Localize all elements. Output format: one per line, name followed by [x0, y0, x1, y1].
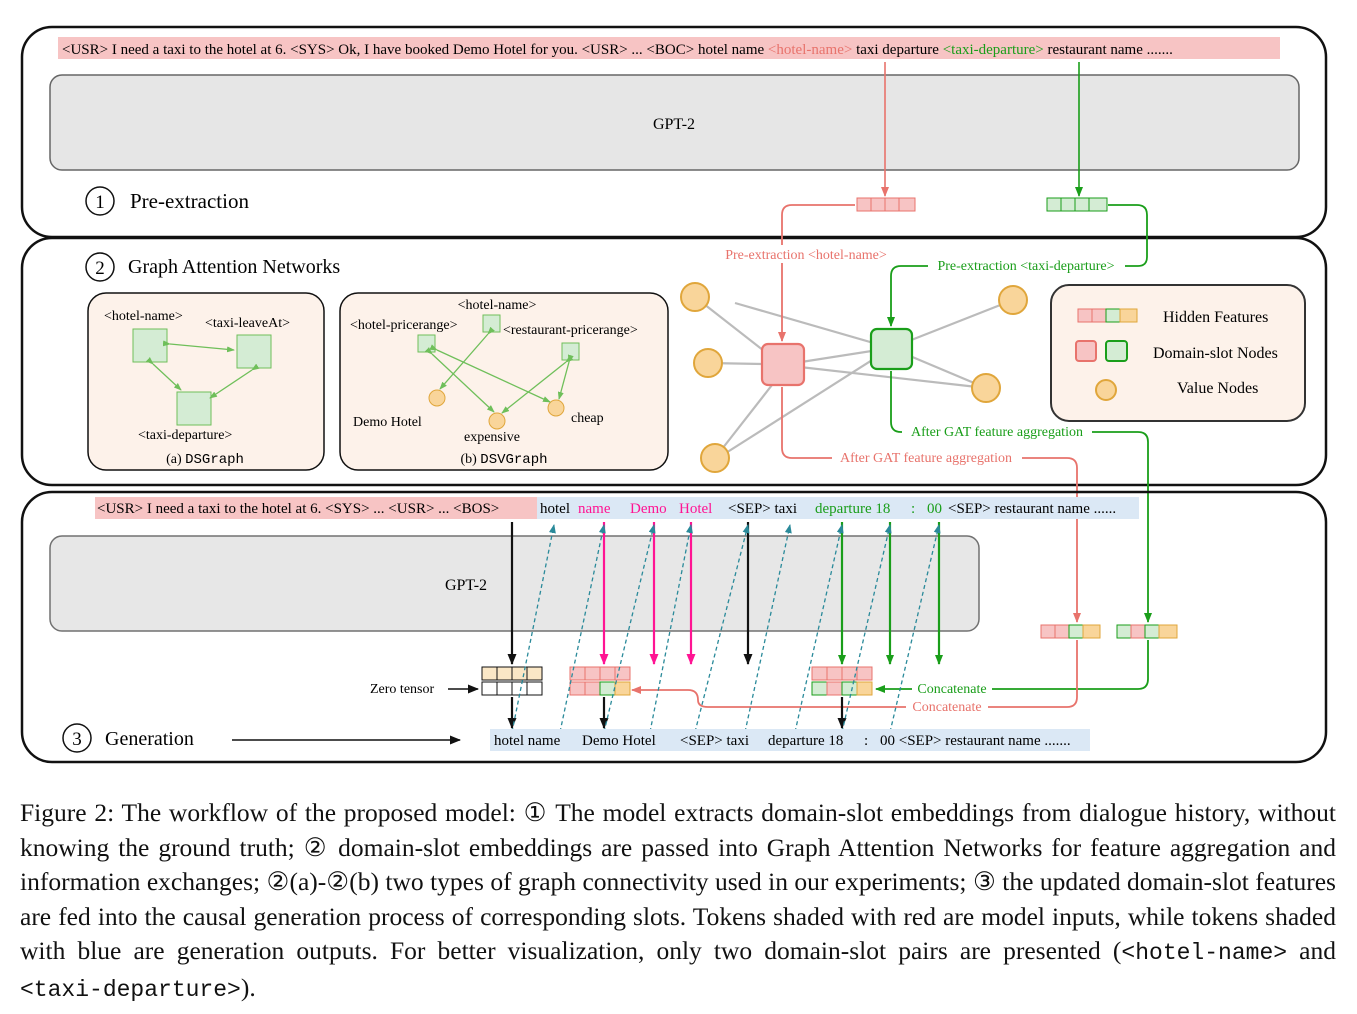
section3-input-shade — [95, 497, 537, 519]
gen-token-hotel: hotel — [540, 501, 570, 517]
dsv-node-hotel-name — [482, 314, 501, 333]
zero-tensor — [481, 666, 543, 696]
gen-token-sep-taxi: <SEP> taxi — [728, 501, 797, 517]
output-hotel-name: hotel name — [494, 733, 561, 749]
workflow-diagram: <USR> I need a taxi to the hotel at 6. <… — [20, 25, 1328, 764]
legend-hidden-features: Hidden Features — [1163, 309, 1268, 326]
arrow-concatenate-green — [875, 640, 1149, 693]
pre-extraction-green-label: Pre-extraction <taxi-departure> — [937, 259, 1114, 274]
arrow-concatenate-red — [631, 640, 1078, 708]
circled-number-1 — [85, 186, 115, 216]
after-red-label-bg — [832, 449, 1022, 467]
output-sep-taxi: <SEP> taxi — [680, 733, 749, 749]
dsvgraph-edge-4 — [501, 355, 574, 414]
gen-token-departure-18: departure 18 — [815, 501, 890, 517]
output-demo-hotel: Demo Hotel — [582, 733, 656, 749]
legend-hidden-features-icon — [1077, 308, 1138, 323]
dsgraph-edge-1 — [162, 340, 235, 353]
tensor-hotel-name — [569, 666, 631, 696]
legend-value-node-icon — [1095, 379, 1117, 401]
dsvgraph-label-hotel-name: <hotel-name> — [458, 298, 537, 313]
after-gat-green-label: After GAT feature aggregation — [911, 425, 1083, 440]
hidden-feature-hotel-name — [856, 197, 916, 212]
dsv-value-expensive — [488, 412, 506, 430]
ds-node-taxi-departure — [176, 391, 212, 426]
concat-green-label-bg — [912, 680, 992, 697]
concatenate-red-label: Concatenate — [912, 700, 981, 715]
dsgraph-edge-2 — [145, 357, 182, 391]
gpt2-block-bottom — [49, 535, 980, 632]
gen-token-name: name — [578, 501, 611, 517]
dsv-node-hotel-pricerange — [417, 334, 436, 353]
dsgraph-label-taxi-departure: <taxi-departure> — [138, 428, 232, 443]
concatenate-green-label: Concatenate — [917, 682, 986, 697]
dsvgraph-edge-5 — [557, 354, 574, 400]
arrow-pre-extraction-green — [887, 204, 1148, 327]
dsvgraph-caption: (b) DSVGraph — [460, 452, 547, 468]
legend-green-node-icon — [1105, 340, 1128, 362]
concat-vector-green — [1116, 624, 1178, 639]
concat-red-label-bg — [906, 698, 988, 715]
section1-input-tokens: <USR> I need a taxi to the hotel at 6. <… — [62, 42, 1173, 58]
dsv-value-cheap — [547, 399, 565, 417]
ds-node-taxi-leaveat — [236, 334, 272, 369]
dsv-node-restaurant-pricerange — [561, 342, 580, 361]
after-green-label-bg — [902, 423, 1092, 441]
legend-value-nodes: Value Nodes — [1177, 380, 1258, 397]
ds-node-hotel-name — [132, 328, 168, 363]
gpt2-label-bottom: GPT-2 — [445, 577, 487, 594]
gen-token-sep-restaurant: <SEP> restaurant name ...... — [948, 501, 1116, 517]
hidden-feature-taxi-departure — [1046, 197, 1108, 212]
dsvgraph-label-demo-hotel: Demo Hotel — [353, 415, 422, 430]
tensor-taxi-departure — [811, 666, 873, 696]
dsvgraph-label-restaurant-pricerange: <restaurant-pricerange> — [503, 323, 638, 338]
concat-vector-red — [1040, 624, 1101, 639]
figure-caption: Figure 2: The workflow of the proposed m… — [20, 798, 1337, 1003]
section1-input-shade — [58, 37, 1280, 59]
dsv-value-demo-hotel — [428, 389, 446, 407]
circled-number-3 — [62, 723, 92, 753]
gen-token-colon: : — [911, 501, 915, 517]
pre-red-label-bg — [718, 245, 895, 263]
dsgraph-caption: (a) DSGraph — [166, 452, 244, 468]
dsvgraph-label-cheap: cheap — [571, 411, 604, 426]
section1-title: Pre-extraction — [130, 189, 249, 213]
pre-extraction-red-label: Pre-extraction <hotel-name> — [725, 248, 887, 263]
circled-number-2 — [85, 252, 115, 282]
circled-number-1-text: 1 — [95, 192, 105, 213]
gpt2-label-top: GPT-2 — [653, 116, 695, 133]
zero-tensor-label: Zero tensor — [370, 682, 434, 697]
legend-red-node-icon — [1075, 340, 1097, 362]
section2-title: Graph Attention Networks — [128, 256, 340, 278]
output-sep-restaurant: 00 <SEP> restaurant name ....... — [880, 733, 1071, 749]
circled-number-2-text: 2 — [95, 258, 105, 279]
dsgraph-edge-3 — [209, 363, 260, 399]
section3-output-shade — [537, 497, 1139, 519]
gat-node-taxi-departure — [869, 327, 914, 371]
output-departure-18: departure 18 — [768, 733, 843, 749]
circled-number-3-text: 3 — [72, 729, 82, 750]
gpt2-block-top — [49, 74, 1300, 171]
dsgraph-label-hotel-name: <hotel-name> — [104, 309, 183, 324]
gat-node-hotel-name — [760, 342, 806, 387]
gen-token-hotel2: Hotel — [679, 501, 712, 517]
pre-green-label-bg — [928, 257, 1125, 275]
dsvgraph-label-hotel-pricerange: <hotel-pricerange> — [350, 318, 458, 333]
section3-input-tokens: <USR> I need a taxi to the hotel at 6. <… — [97, 501, 499, 517]
output-shade — [490, 729, 1090, 751]
arrow-pre-extraction-red — [778, 204, 855, 342]
feedback-arrows — [511, 524, 941, 733]
dsgraph-label-taxi-leaveat: <taxi-leaveAt> — [205, 316, 290, 331]
legend-domain-slot-nodes: Domain-slot Nodes — [1153, 345, 1278, 362]
gat-value-nodes — [680, 282, 1028, 473]
gen-token-demo: Demo — [630, 501, 667, 517]
section3-title: Generation — [105, 728, 194, 750]
token-arrows — [507, 522, 943, 729]
dsvgraph-label-expensive: expensive — [464, 430, 520, 445]
gen-token-00: 00 — [927, 501, 942, 517]
output-colon: : — [864, 733, 868, 749]
section3-panel — [20, 490, 1328, 764]
after-gat-red-label: After GAT feature aggregation — [840, 451, 1012, 466]
